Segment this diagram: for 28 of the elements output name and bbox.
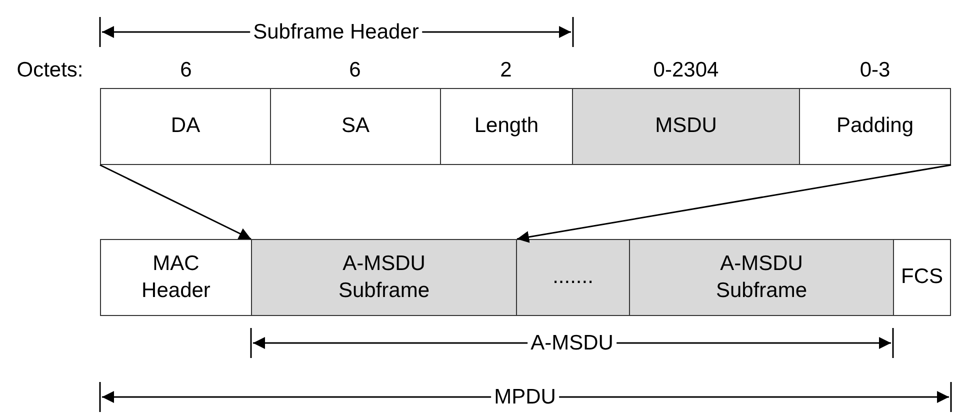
- field-label: A-MSDU Subframe: [714, 251, 808, 304]
- field-label: SA: [341, 113, 370, 140]
- field-box: [572, 88, 800, 165]
- field-box: [440, 88, 573, 165]
- field-box: [270, 88, 441, 165]
- arrow: [516, 164, 952, 243]
- field-box: [100, 239, 252, 316]
- field-label: Padding: [836, 113, 914, 140]
- field-label: DA: [170, 113, 200, 140]
- field-label: FCS: [901, 264, 943, 290]
- octet-count: 2: [499, 60, 513, 80]
- octet-count: 0-3: [858, 60, 892, 80]
- field-label: A-MSDU Subframe: [337, 251, 431, 304]
- field-label: MSDU: [655, 113, 717, 140]
- field-box: [251, 239, 517, 316]
- field-label: MAC Header: [140, 251, 212, 304]
- arrow: [100, 164, 252, 240]
- field-box: [893, 239, 951, 316]
- field-label: Length: [474, 113, 539, 140]
- octet-count: 6: [179, 60, 193, 80]
- field-box: [516, 239, 630, 316]
- octet-count: 6: [348, 60, 362, 80]
- field-label: .......: [552, 264, 594, 290]
- field-box: [799, 88, 951, 165]
- field-box: [629, 239, 894, 316]
- row-label: Octets:: [16, 60, 84, 80]
- field-box: [100, 88, 271, 165]
- octet-count: 0-2304: [652, 60, 720, 80]
